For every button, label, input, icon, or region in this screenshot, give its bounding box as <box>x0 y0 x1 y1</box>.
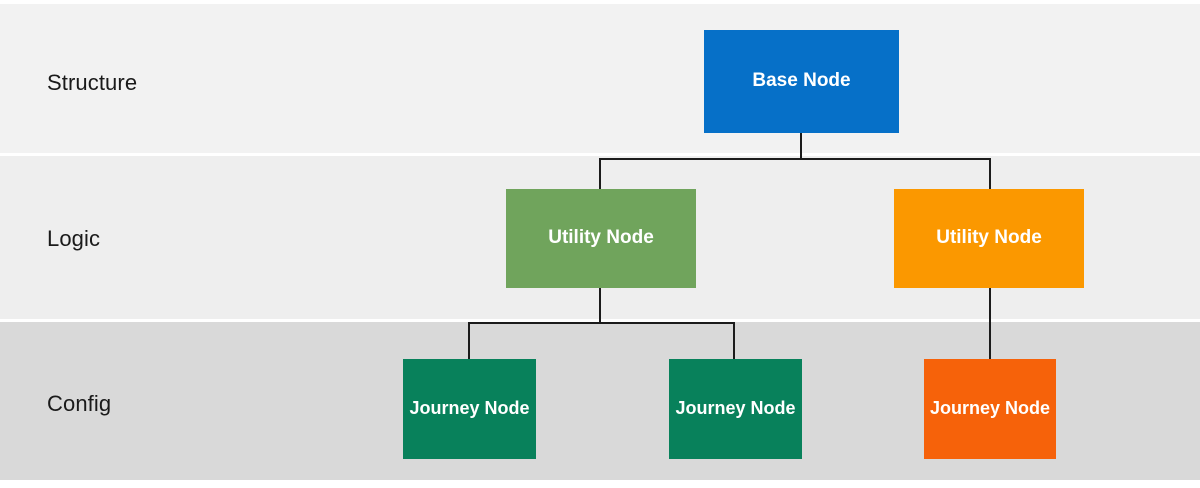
connector-utility-1-to-journey-1 <box>468 322 470 360</box>
node-base[interactable]: Base Node <box>704 30 899 133</box>
node-journey-1[interactable]: Journey Node <box>403 359 536 459</box>
swimlane-label-structure: Structure <box>47 70 138 95</box>
node-journey-2-label: Journey Node <box>675 398 796 419</box>
swimlane-band-structure <box>0 4 1200 153</box>
node-journey-3[interactable]: Journey Node <box>924 359 1056 459</box>
node-utility-2[interactable]: Utility Node <box>894 189 1084 288</box>
node-journey-2[interactable]: Journey Node <box>669 359 802 459</box>
connector-base-to-utility-1 <box>599 158 601 190</box>
connector-utility-1-to-journey-2 <box>733 322 735 360</box>
connector-base-bus <box>599 158 991 160</box>
connector-base-stem <box>800 132 802 160</box>
connector-utility-2-to-journey-3 <box>989 287 991 360</box>
node-journey-1-label: Journey Node <box>409 398 530 419</box>
node-journey-3-label: Journey Node <box>929 398 1051 419</box>
swimlane-label-config: Config <box>47 391 112 416</box>
swimlane-label-logic: Logic <box>47 226 101 251</box>
node-base-label: Base Node <box>752 70 851 92</box>
connector-utility-1-bus <box>468 322 735 324</box>
connector-base-to-utility-2 <box>989 158 991 190</box>
node-utility-1-label: Utility Node <box>548 227 654 249</box>
connector-utility-1-stem <box>599 287 601 324</box>
node-utility-2-label: Utility Node <box>936 227 1042 249</box>
node-utility-1[interactable]: Utility Node <box>506 189 696 288</box>
